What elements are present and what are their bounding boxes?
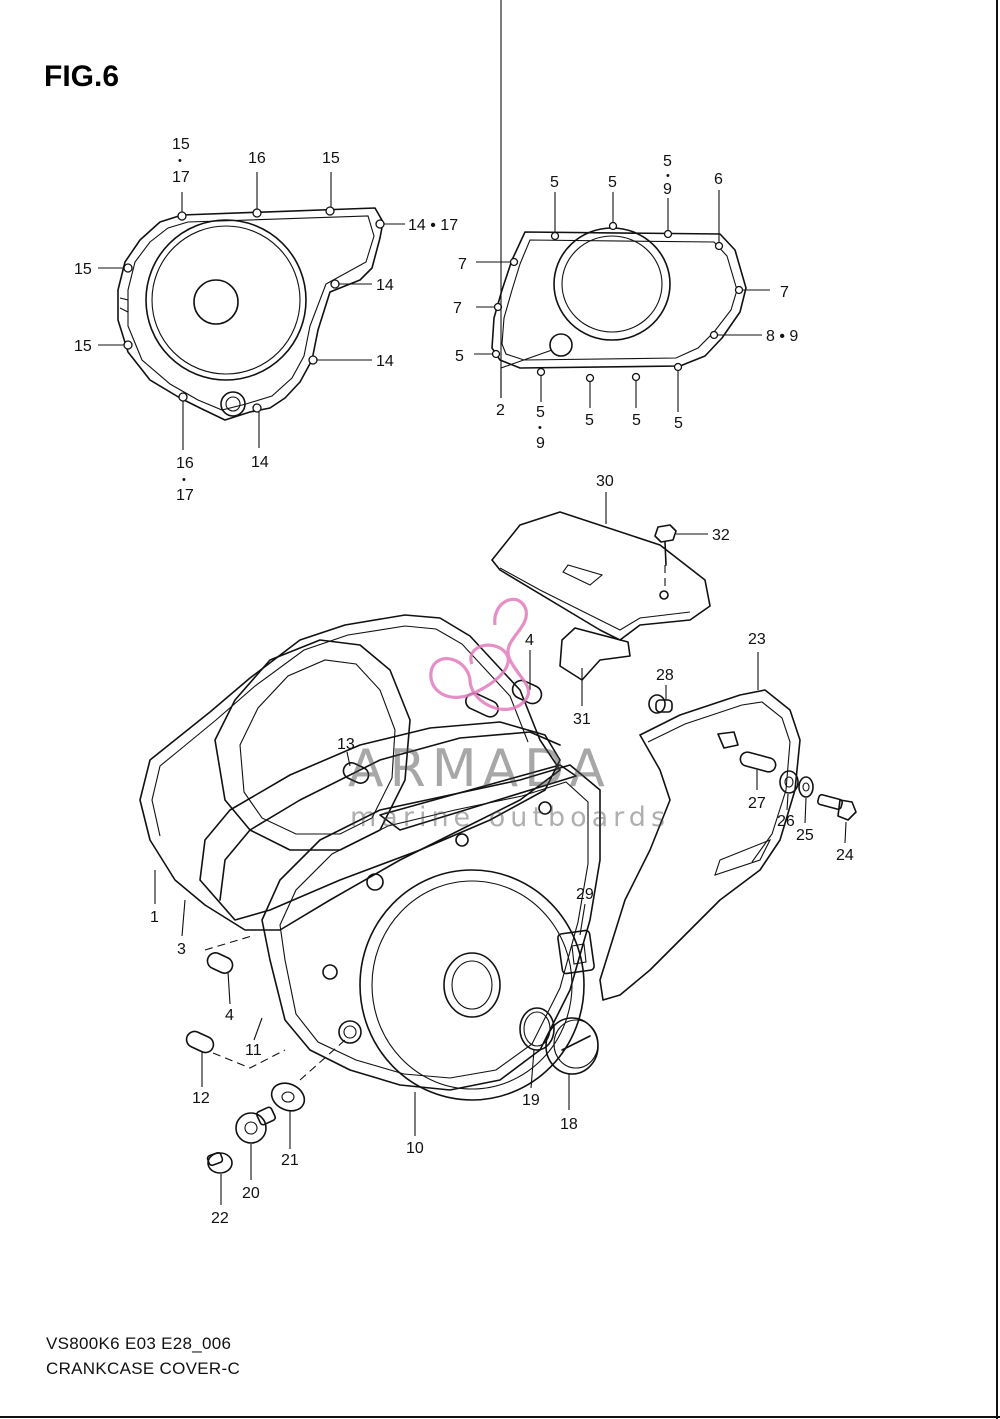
callout-labels: 15 • 17 16 15 14 • 17 15 14 15 14 16 • 1… xyxy=(74,136,854,1227)
watermark-brand: ARMADA xyxy=(348,739,611,799)
callout: 16 xyxy=(176,455,194,472)
callout: 5 xyxy=(674,415,683,432)
bolt-24 xyxy=(816,793,857,821)
callout: 16 xyxy=(248,150,266,167)
cover-center-hole xyxy=(443,952,501,1018)
callout: 28 xyxy=(656,667,674,684)
frame-border-right xyxy=(996,0,998,1419)
bracket-31 xyxy=(559,627,631,681)
callout: 22 xyxy=(211,1210,229,1227)
callout: 14 xyxy=(251,454,269,471)
section-name: CRANKCASE COVER-C xyxy=(46,1359,241,1378)
callout: 26 xyxy=(777,813,795,830)
figure-title: FIG.6 xyxy=(44,60,120,93)
model-code: VS800K6 E03 E28_006 xyxy=(46,1334,232,1353)
callout: 4 xyxy=(525,632,534,649)
washer-25 xyxy=(798,776,814,798)
callout: 7 xyxy=(780,284,789,301)
callout: 21 xyxy=(281,1152,299,1169)
clutch-cover-10 xyxy=(261,764,601,1091)
cap-29 xyxy=(557,929,595,975)
callout: 3 xyxy=(177,941,186,958)
callout: 12 xyxy=(192,1090,210,1107)
main-exploded-view xyxy=(139,492,857,1205)
o-ring-19 xyxy=(519,1007,555,1051)
callout: 14 • 17 xyxy=(408,217,458,234)
callout: 5 xyxy=(455,348,464,365)
callout: 17 xyxy=(172,169,190,186)
callout: 7 xyxy=(458,256,467,273)
callout: 15 xyxy=(172,136,190,153)
callout: 5 xyxy=(550,174,559,191)
washer-21 xyxy=(270,1082,306,1112)
grommet-28 xyxy=(648,694,673,714)
washer-26 xyxy=(779,770,799,794)
gasket-3 xyxy=(199,721,561,921)
callout: 31 xyxy=(573,711,591,728)
bolt-holes-right xyxy=(491,221,744,383)
callout: 30 xyxy=(596,473,614,490)
callout: • xyxy=(182,474,186,486)
callout: 32 xyxy=(712,527,730,544)
gasket-1 xyxy=(139,614,561,931)
callout: 20 xyxy=(242,1185,260,1202)
callout: 19 xyxy=(522,1092,540,1109)
callout: 2 xyxy=(496,402,505,419)
cover-dome xyxy=(359,869,585,1101)
crankcase-housing xyxy=(214,639,411,851)
left-cover-gasket-view xyxy=(98,172,405,450)
callout: 23 xyxy=(748,631,766,648)
timing-cap-18 xyxy=(545,1017,599,1075)
callout: • xyxy=(178,155,182,167)
callout: 5 xyxy=(632,412,641,429)
window-opening xyxy=(553,227,671,341)
cover-outer-circle xyxy=(145,219,307,381)
bolt-holes-left xyxy=(123,206,385,413)
callout: 5 xyxy=(608,174,617,191)
chain-guard-23 xyxy=(599,689,801,1001)
callout: 8 • 9 xyxy=(766,328,798,345)
callout: 15 xyxy=(74,261,92,278)
callout: 15 xyxy=(322,150,340,167)
callout: 13 xyxy=(337,736,355,753)
callout: 14 xyxy=(376,277,394,294)
bolt-32 xyxy=(654,524,677,566)
callout: 25 xyxy=(796,827,814,844)
callout: 24 xyxy=(836,847,854,864)
callout: 10 xyxy=(406,1140,424,1157)
callout: 9 xyxy=(663,181,672,198)
callout: 17 xyxy=(176,487,194,504)
callout: 15 xyxy=(74,338,92,355)
callout: 29 xyxy=(576,886,594,903)
plug-22 xyxy=(206,1151,233,1174)
callout: 18 xyxy=(560,1116,578,1133)
callout: 6 xyxy=(714,171,723,188)
frame-border-bottom xyxy=(0,1416,1000,1418)
callout: 5 xyxy=(536,404,545,421)
watermark-logo xyxy=(429,597,531,711)
callout: 1 xyxy=(150,909,159,926)
watermark-tagline: marine outboards xyxy=(350,802,670,833)
callout: 11 xyxy=(245,1042,262,1059)
callout: • xyxy=(538,422,542,434)
watermark: ARMADA marine outboards xyxy=(348,597,670,833)
cover-30 xyxy=(491,511,711,641)
callout: 27 xyxy=(748,795,766,812)
callout: 5 xyxy=(663,153,672,170)
callout: 5 xyxy=(585,412,594,429)
plug-bolt-20 xyxy=(235,1106,277,1144)
spacer-27 xyxy=(739,751,777,773)
callout: 4 xyxy=(225,1007,234,1024)
cover-top-rail xyxy=(379,764,577,831)
callout: 7 xyxy=(453,300,462,317)
callout: • xyxy=(666,170,670,182)
right-gasket-view xyxy=(474,0,770,412)
plug-boss xyxy=(220,391,246,417)
dowel-pins xyxy=(185,679,543,1054)
callout: 14 xyxy=(376,353,394,370)
callout: 9 xyxy=(536,435,545,452)
